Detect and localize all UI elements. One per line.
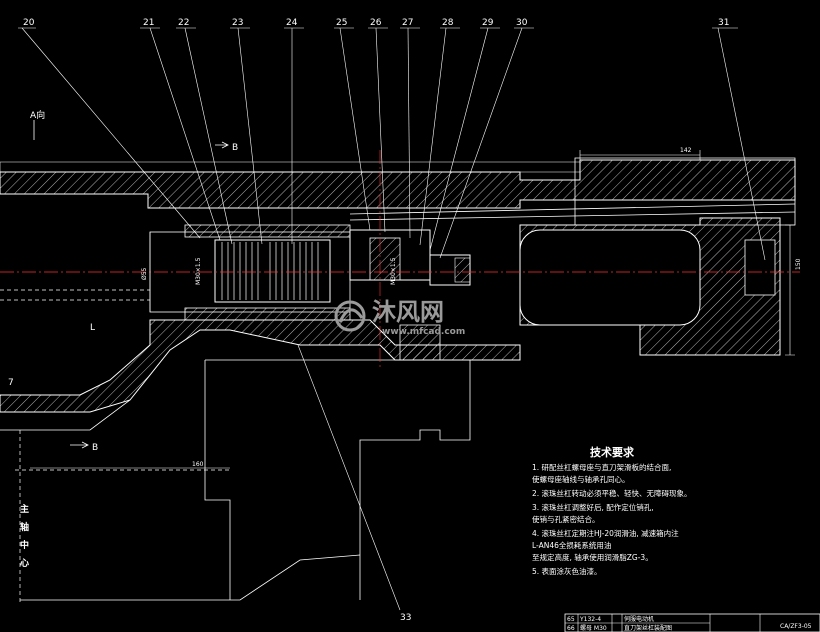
watermark-url: www.mfcad.com: [382, 327, 465, 337]
section-b-top: B: [232, 143, 238, 153]
spindle-center-char-2: 轴: [20, 521, 29, 533]
tb-drawing-no: CA/ZF3-05: [780, 623, 812, 630]
callout-25: 25: [336, 18, 347, 28]
dim-m-thread: M30×1.5: [195, 257, 202, 285]
watermark: 沐风网 www.mfcad.com: [334, 298, 465, 337]
tech-req-line-7: L-AN46全损耗系统用油: [532, 540, 611, 550]
callout-21: 21: [143, 18, 154, 28]
dim-left-dia: Ø55: [141, 267, 148, 280]
housing-upper: [0, 157, 796, 226]
title-block: 65 Y132-4 伺服电动机 66 螺母 M30 直刀架丝杠装配图 CA/ZF…: [564, 613, 820, 632]
tb-r1-c2: Y132-4: [579, 616, 601, 623]
dim-center: M30×1.5: [390, 257, 397, 285]
tb-r2-c2: 螺母 M30: [580, 624, 607, 632]
watermark-brand: 沐风网: [372, 298, 444, 326]
tech-req-line-9: 5. 表面涂灰色油漆。: [532, 566, 602, 576]
mark-l: L: [90, 323, 95, 333]
spindle-center-char-1: 主: [20, 503, 29, 515]
section-b-bottom: B: [92, 443, 98, 453]
callout-28: 28: [442, 18, 454, 28]
dimension-lines: [30, 150, 795, 469]
technical-requirements: 技术要求 1. 研配丝杠螺母座与直刀架滑板的结合面, 使螺母座轴线与轴承孔同心。…: [532, 445, 692, 576]
dim-142: 142: [680, 147, 692, 154]
tech-req-line-4: 3. 滚珠丝杠调整好后, 配作定位销孔,: [532, 502, 654, 512]
tech-req-line-5: 使销与孔紧密结合。: [532, 514, 600, 524]
nut-housing-right: [519, 217, 781, 356]
callout-33: 33: [400, 613, 411, 623]
spindle-center-char-3: 中: [20, 539, 29, 551]
view-a-label: A向: [30, 109, 45, 121]
leader-lines: [18, 27, 766, 611]
callout-23: 23: [232, 18, 243, 28]
ball-screw-threads: [221, 242, 319, 300]
callout-29: 29: [482, 18, 494, 28]
housing-lower: [0, 319, 521, 413]
tech-req-line-3: 2. 滚珠丝杠转动必须平稳、轻快、无障碍现象。: [532, 488, 692, 498]
watermark-logo-icon: [334, 300, 366, 332]
section-b-bottom-arrow: [70, 441, 89, 449]
tech-req-title: 技术要求: [590, 445, 635, 459]
lower-bracket: [0, 359, 471, 601]
callout-24: 24: [286, 18, 298, 28]
callout-30: 30: [516, 18, 528, 28]
dim-160: 160: [192, 461, 204, 468]
ball-screw-assembly: [149, 224, 471, 321]
dim-150: 150: [795, 258, 802, 270]
callout-26: 26: [370, 18, 382, 28]
tb-r2-c1: 66: [567, 625, 575, 632]
tech-req-line-2: 使螺母座轴线与轴承孔同心。: [532, 474, 630, 484]
callout-20: 20: [23, 18, 35, 28]
callout-22: 22: [178, 18, 189, 28]
tech-req-line-8: 至规定高度, 轴承使用润滑脂ZG-3。: [532, 552, 653, 562]
hidden-lines: [0, 289, 230, 605]
tech-req-line-6: 4. 滚珠丝杠定期注HJ-20润滑油, 减速箱内注: [532, 528, 679, 538]
tb-r2-c4: 直刀架丝杠装配图: [624, 624, 672, 632]
callout-31: 31: [718, 18, 729, 28]
mark-7: 7: [8, 378, 14, 388]
spindle-center-char-4: 心: [20, 558, 29, 569]
tb-r1-c4: 伺服电动机: [624, 615, 654, 623]
callout-27: 27: [402, 18, 413, 28]
section-b-top-arrow: [215, 141, 229, 149]
tech-req-line-1: 1. 研配丝杠螺母座与直刀架滑板的结合面,: [532, 462, 671, 472]
tb-r1-c1: 65: [567, 616, 575, 623]
